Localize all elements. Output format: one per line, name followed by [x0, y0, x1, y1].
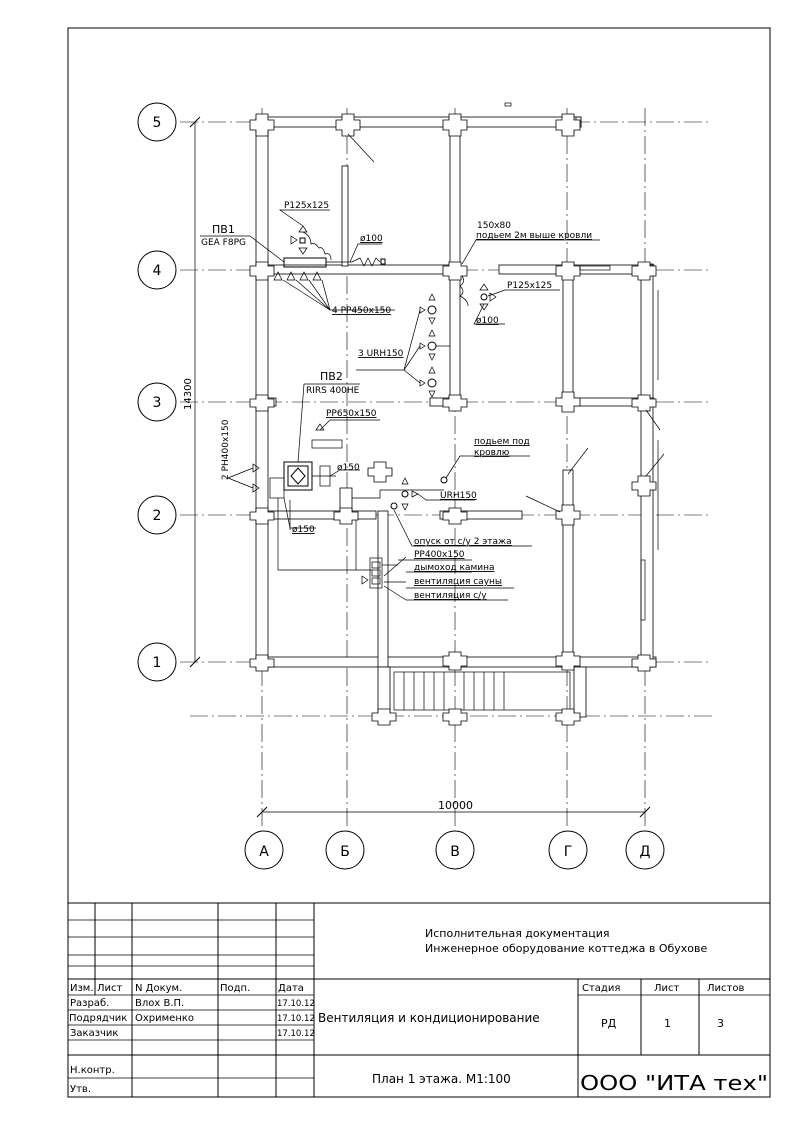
header-data: Дата	[278, 983, 304, 994]
phi150-a-label: ø150	[337, 463, 360, 473]
wc-vent-label: вентиляция с/у	[414, 591, 487, 601]
vent-unit-pv2	[227, 383, 380, 571]
role-approved: Утв.	[70, 1084, 91, 1095]
column-axis-v: В	[435, 830, 475, 870]
pv1-name: ПВ1	[212, 223, 235, 236]
svg-text:3: 3	[153, 395, 162, 411]
header-list: Лист	[97, 983, 123, 994]
wall-joints	[249, 113, 657, 726]
svg-text:2: 2	[153, 508, 162, 524]
row-axis-3: 3	[137, 382, 177, 422]
width-dimension: 10000	[256, 799, 651, 818]
porch-stairs	[403, 672, 505, 710]
svg-text:Г: Г	[564, 844, 573, 860]
plan-title: План 1 этажа. М1:100	[372, 1072, 511, 1086]
stage-header: Стадия	[582, 983, 620, 994]
header-podp: Подп.	[220, 983, 250, 994]
sheets-value: 3	[717, 1017, 724, 1030]
svg-text:Б: Б	[340, 844, 350, 860]
ph400-2-label: 2 PH400x150	[221, 419, 231, 480]
svg-text:4: 4	[153, 263, 162, 279]
column-axis-d: Д	[625, 830, 665, 870]
pp450-label: 4 PP450x150	[332, 306, 391, 316]
title-block	[68, 902, 770, 1097]
vent-grilles-urh150	[356, 293, 450, 398]
stage-value: РД	[601, 1017, 617, 1030]
name-contractor: Охрименко	[135, 1013, 194, 1024]
pv2-name: ПВ2	[320, 370, 343, 383]
title-block-text: Исполнительная документация Инженерное о…	[69, 927, 768, 1095]
sauna-vent-label: вентиляция сауны	[414, 577, 502, 587]
header-ndoc: N Докум.	[135, 983, 182, 994]
doc-line-2: Инженерное оборудование коттеджа в Обухо…	[425, 942, 707, 955]
rise-150x80-label: 150x80	[477, 221, 511, 231]
chimney-label: дымоход камина	[414, 563, 495, 573]
svg-text:Д: Д	[640, 844, 651, 860]
sheet-value: 1	[664, 1017, 671, 1030]
row-axis-5: 5	[137, 102, 177, 142]
rise-roof-label-1: подьем под	[474, 437, 530, 447]
rise-roof-label-2: кровлю	[474, 448, 510, 458]
column-axis-b: Б	[325, 830, 365, 870]
company-name: ООО "ИТА тех"	[580, 1071, 768, 1095]
column-axis-a: А	[244, 830, 284, 870]
urh150-3-label: 3 URH150	[358, 349, 404, 359]
role-contractor: Подрядчик	[69, 1013, 127, 1024]
door-swings	[347, 102, 665, 621]
pv1-model: GEA F8PG	[201, 238, 246, 248]
phi100-right-label: ø100	[476, 316, 499, 326]
drawing-annotations: ПВ1 GEA F8PG P125x125 ø100 4 PP450x150 1…	[201, 201, 592, 601]
p125-left-label: P125x125	[284, 201, 329, 211]
urh150-label: URH150	[440, 491, 477, 501]
date-customer: 17.10.12	[277, 1029, 315, 1039]
sheet-frame	[67, 27, 771, 1098]
sheet-header: Лист	[654, 983, 680, 994]
header-izm: Изм.	[70, 983, 94, 994]
section-title: Вентиляция и кондиционирование	[318, 1011, 540, 1025]
pv2-model: RIRS 400HE	[306, 386, 360, 396]
phi100-top-label: ø100	[360, 234, 383, 244]
phi150-b-label: ø150	[292, 525, 315, 535]
sheets-header: Листов	[707, 983, 744, 994]
pp650-label: PP650x150	[326, 409, 377, 419]
svg-text:В: В	[450, 844, 460, 860]
vent-ducts-center	[352, 455, 532, 601]
role-norm-control: Н.контр.	[70, 1065, 115, 1076]
width-dimension-label: 10000	[438, 799, 473, 812]
height-dimension: 14300	[183, 116, 201, 668]
date-contractor: 17.10.12	[277, 1014, 315, 1024]
svg-text:5: 5	[153, 115, 162, 131]
pp400-label: PP400x150	[414, 550, 465, 560]
column-axis-g: Г	[548, 830, 588, 870]
date-developer: 17.10.12	[277, 999, 315, 1009]
doc-line-1: Исполнительная документация	[425, 927, 609, 940]
row-axis-1: 1	[137, 642, 177, 682]
vent-rise-right	[459, 239, 600, 325]
p125-right-label: P125x125	[507, 281, 552, 291]
svg-text:1: 1	[153, 655, 162, 671]
name-developer: Влох В.П.	[135, 998, 184, 1009]
role-developer: Разраб.	[70, 998, 109, 1009]
height-dimension-label: 14300	[183, 378, 194, 410]
row-axis-2: 2	[137, 495, 177, 535]
descent-label: опуск от с/у 2 этажа	[414, 537, 512, 547]
row-axis-4: 4	[137, 250, 177, 290]
svg-text:А: А	[259, 844, 269, 860]
rise-2m-label: подьем 2м выше кровли	[476, 231, 592, 241]
vent-unit-pv1	[200, 209, 395, 311]
role-customer: Заказчик	[70, 1028, 118, 1039]
